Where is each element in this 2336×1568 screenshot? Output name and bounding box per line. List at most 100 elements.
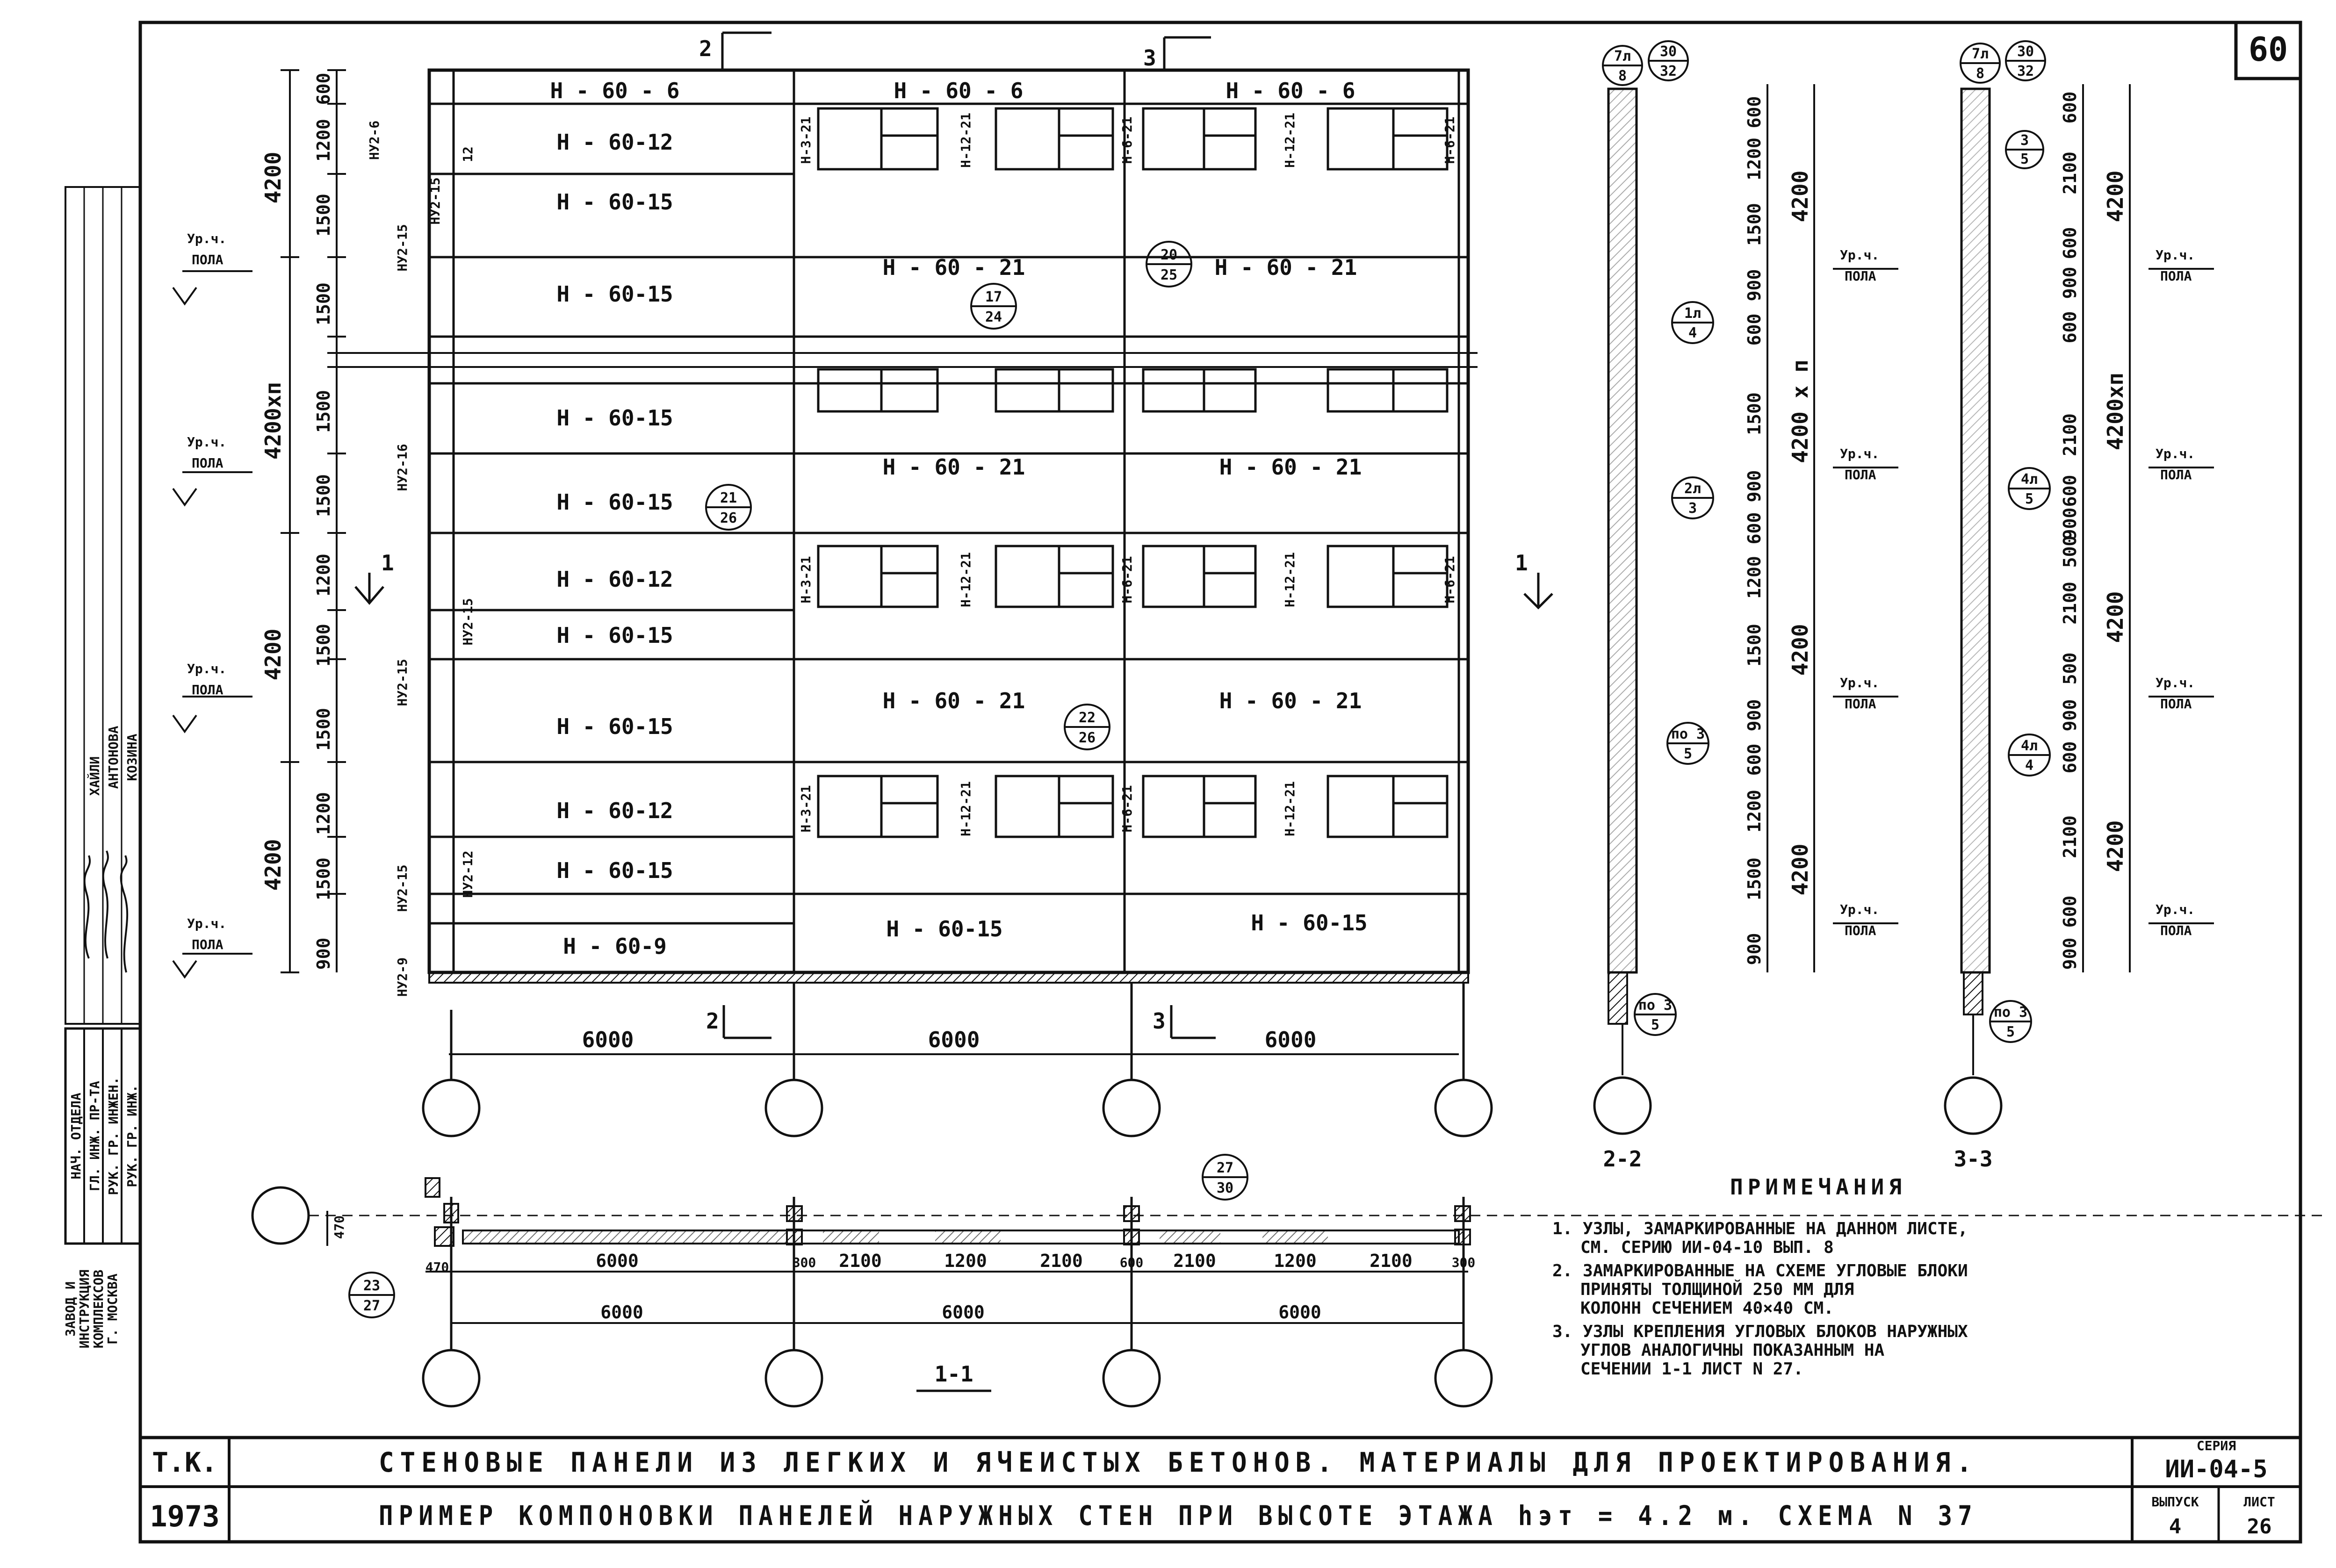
svg-text:ИНСТРУКЦИЯ: ИНСТРУКЦИЯ bbox=[77, 1270, 92, 1349]
corner-label: НУ2-12 bbox=[460, 850, 476, 898]
svg-text:600: 600 bbox=[2060, 92, 2080, 124]
panel-label: Н - 60 - 21 bbox=[883, 688, 1025, 713]
dim-value: 1500 bbox=[313, 390, 334, 433]
svg-text:6000: 6000 bbox=[596, 1251, 639, 1271]
svg-text:Ур.ч.: Ур.ч. bbox=[2156, 247, 2195, 263]
approval-stamp: НАЧ. ОТДЕЛА ГЛ. ИНЖ. ПР-ТА РУК. ГР. ИНЖЕ… bbox=[63, 186, 142, 1349]
signature-scribbles bbox=[83, 850, 129, 973]
svg-text:900: 900 bbox=[2060, 699, 2080, 732]
svg-text:по 3: по 3 bbox=[1671, 726, 1705, 742]
svg-text:РУК. ГР. ИНЖ.: РУК. ГР. ИНЖ. bbox=[124, 1085, 140, 1187]
left-dim-values: 600 1200 1500 1500 1500 1500 1200 1500 1… bbox=[260, 73, 334, 970]
svg-text:7л: 7л bbox=[1614, 48, 1631, 65]
note-line: СЕЧЕНИИ 1-1 ЛИСТ N 27. bbox=[1580, 1359, 1803, 1379]
note-line: 1. УЗЛЫ, ЗАМАРКИРОВАННЫЕ НА ДАННОМ ЛИСТЕ… bbox=[1552, 1219, 1968, 1238]
svg-text:2: 2 bbox=[699, 36, 712, 61]
sheet-number: 60 bbox=[2249, 30, 2288, 69]
section-title: 2-2 bbox=[1603, 1146, 1642, 1172]
svg-text:7л: 7л bbox=[1972, 46, 1989, 62]
svg-text:600: 600 bbox=[1744, 314, 1765, 346]
title-block: Т.К. 1973 СТЕНОВЫЕ ПАНЕЛИ ИЗ ЛЕГКИХ И ЯЧ… bbox=[140, 1436, 2300, 1542]
svg-text:27: 27 bbox=[363, 1298, 380, 1314]
svg-text:2100: 2100 bbox=[1173, 1251, 1216, 1271]
pier-label: Н-6-21 bbox=[1119, 116, 1135, 164]
svg-text:4200: 4200 bbox=[2103, 171, 2128, 223]
notes-heading: ПРИМЕЧАНИЯ bbox=[1730, 1174, 1906, 1200]
plan-section-1-1: 470 470 6000 300 2100 1200 2100 600 2100… bbox=[251, 1177, 2329, 1408]
window-band-break bbox=[817, 368, 1449, 413]
panel-label: Н - 60-12 bbox=[556, 798, 673, 823]
svg-text:600: 600 bbox=[1744, 512, 1765, 545]
panel-label: Н - 60 - 21 bbox=[1215, 255, 1357, 280]
svg-text:600: 600 bbox=[2060, 227, 2080, 259]
svg-text:ПОЛА: ПОЛА bbox=[192, 682, 224, 698]
svg-text:8: 8 bbox=[1976, 65, 1984, 82]
svg-text:Ур.ч.: Ур.ч. bbox=[1840, 902, 1879, 917]
window-band-low bbox=[817, 775, 1449, 838]
break-line bbox=[327, 352, 1478, 368]
svg-text:2100: 2100 bbox=[1040, 1251, 1083, 1271]
list-value: 26 bbox=[2247, 1515, 2272, 1539]
corner-label: НУ2-15 bbox=[427, 177, 443, 224]
plan-dim-row2: 6000 6000 6000 bbox=[600, 1302, 1321, 1323]
dim-value: 1500 bbox=[313, 474, 334, 517]
panel-label: Н - 60-12 bbox=[556, 567, 673, 592]
pier-label: Н-3-21 bbox=[798, 785, 814, 832]
svg-text:2100: 2100 bbox=[1370, 1251, 1413, 1271]
pier-label: Н-12-21 bbox=[958, 113, 973, 168]
svg-text:600: 600 bbox=[2060, 896, 2080, 928]
panel-label: Н - 60-15 bbox=[556, 489, 673, 515]
floor-mark: Ур.ч. ПОЛА bbox=[172, 231, 252, 306]
dim-value: 1200 bbox=[313, 792, 334, 835]
svg-text:Ур.ч.: Ур.ч. bbox=[1840, 446, 1879, 461]
panel-label: Н - 60 - 6 bbox=[894, 78, 1024, 103]
pier-label: Н-6-21 bbox=[1119, 785, 1135, 832]
panel-label: Н - 60 - 21 bbox=[883, 454, 1025, 480]
dim-ticks bbox=[281, 69, 346, 973]
svg-text:Ур.ч.: Ур.ч. bbox=[2156, 446, 2195, 461]
svg-text:900: 900 bbox=[1744, 933, 1765, 965]
svg-text:600: 600 bbox=[2060, 741, 2080, 774]
svg-text:3: 3 bbox=[1688, 500, 1697, 517]
svg-text:ВЫПУСК: ВЫПУСК bbox=[2151, 1494, 2199, 1510]
svg-text:ПОЛА: ПОЛА bbox=[2160, 467, 2192, 482]
svg-text:4л: 4л bbox=[2021, 738, 2038, 754]
svg-text:ПОЛА: ПОЛА bbox=[192, 455, 224, 471]
window-band-top bbox=[817, 107, 1449, 171]
svg-text:900: 900 bbox=[2060, 938, 2080, 970]
corner-label: НУ2-15 bbox=[395, 864, 410, 912]
svg-text:Ур.ч.: Ур.ч. bbox=[1840, 675, 1879, 690]
corner-label: НУ2-15 bbox=[395, 224, 410, 271]
svg-text:РУК. ГР. ИНЖЕН.: РУК. ГР. ИНЖЕН. bbox=[106, 1077, 121, 1195]
svg-text:2л: 2л bbox=[1684, 481, 1701, 497]
pier-label: Н-3-21 bbox=[798, 556, 814, 603]
svg-text:НАЧ. ОТДЕЛА: НАЧ. ОТДЕЛА bbox=[68, 1093, 84, 1180]
panel-label: Н - 60-15 bbox=[556, 623, 673, 648]
svg-text:4200: 4200 bbox=[2103, 591, 2128, 643]
svg-text:5: 5 bbox=[1684, 746, 1692, 762]
corner-label: НУ2-15 bbox=[395, 659, 410, 706]
svg-text:6000: 6000 bbox=[600, 1302, 643, 1323]
svg-text:3: 3 bbox=[1143, 45, 1156, 71]
panel-joints bbox=[429, 102, 1468, 925]
svg-text:Ур.ч.: Ур.ч. bbox=[2156, 902, 2195, 917]
pier-label: Н-6-21 bbox=[1119, 556, 1135, 603]
svg-text:Ур.ч.: Ур.ч. bbox=[187, 661, 226, 676]
svg-text:4200 х п: 4200 х п bbox=[1788, 360, 1813, 463]
svg-text:1500: 1500 bbox=[1744, 857, 1765, 900]
corner-label: 12 bbox=[460, 146, 476, 162]
svg-text:1200: 1200 bbox=[1744, 790, 1765, 833]
pier-panel-labels: Н-3-21 Н-12-21 Н-6-21 Н-12-21 Н-6-21 Н-3… bbox=[798, 113, 1457, 836]
svg-text:Ур.ч.: Ур.ч. bbox=[1840, 247, 1879, 263]
corner-label: НУ2-9 bbox=[395, 957, 410, 997]
column1-panel-labels: Н - 60 - 6 Н - 60-12 Н - 60-15 Н - 60-15… bbox=[550, 78, 680, 959]
dim-value: 1500 bbox=[313, 282, 334, 325]
svg-text:32: 32 bbox=[2017, 63, 2034, 79]
svg-text:1500: 1500 bbox=[1744, 392, 1765, 435]
dim-value: 1500 bbox=[313, 624, 334, 667]
foundation-strip bbox=[428, 971, 1469, 984]
svg-text:1л: 1л bbox=[1684, 305, 1701, 322]
svg-text:900: 900 bbox=[2060, 267, 2080, 299]
panel-label: Н - 60 - 21 bbox=[1219, 454, 1362, 480]
pier-label: Н-6-21 bbox=[1442, 556, 1457, 603]
